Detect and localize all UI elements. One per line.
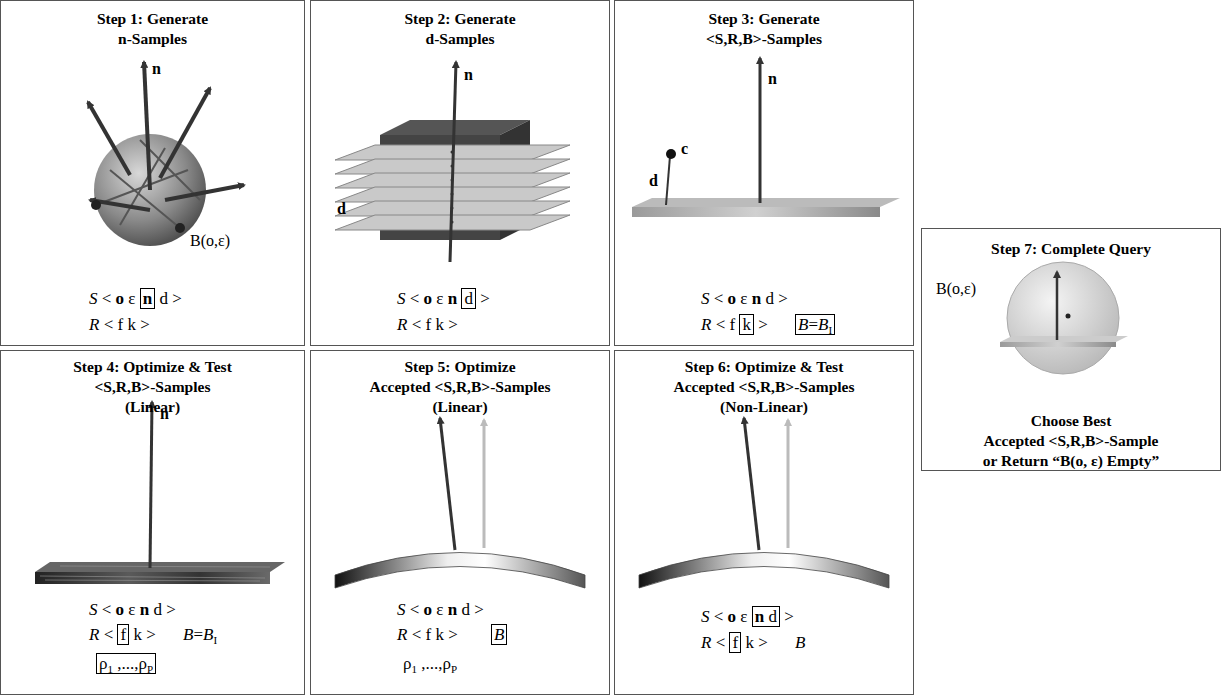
highlight-box: d <box>461 288 476 309</box>
figure-label: n <box>152 60 161 78</box>
highlight-box: B <box>491 624 507 645</box>
formula-line: S < o ε n d > <box>397 599 484 621</box>
step-heading: Choose BestAccepted <S,R,B>-Sampleor Ret… <box>922 411 1220 471</box>
figure-label: n <box>464 66 473 84</box>
step-panel: Step 7: Complete QueryChoose BestAccepte… <box>921 228 1221 471</box>
step-panel: Step 1: Generaten-Samples S < o ε n d > R … <box>0 0 305 346</box>
figure-label: n <box>768 70 777 88</box>
step-heading: Step 7: Complete Query <box>922 239 1220 259</box>
figure-label: d <box>649 172 658 190</box>
formula-line: ρ1 ,...,ρP <box>96 653 156 680</box>
step-panel: Step 6: Optimize & TestAccepted <S,R,B>-… <box>614 350 914 695</box>
formula-line: R < f k > <box>701 632 768 654</box>
step-heading: Step 5: OptimizeAccepted <S,R,B>-Samples… <box>311 357 609 417</box>
step-heading: Step 4: Optimize & Test<S,R,B>-Samples(L… <box>1 357 304 417</box>
query-ball <box>1000 262 1128 374</box>
formula-line: B=BI <box>183 624 217 651</box>
step-heading: Step 6: Optimize & TestAccepted <S,R,B>-… <box>615 357 913 417</box>
formula-line: ρ1 ,...,ρP <box>403 653 457 680</box>
highlight-box: k <box>739 314 754 335</box>
figure-label: d <box>337 200 346 218</box>
formula-line: R < f k > <box>701 314 768 336</box>
step-panel: Step 2: Generated-Samples S < o ε n d > R … <box>310 0 610 346</box>
step-panel: Step 5: OptimizeAccepted <S,R,B>-Samples… <box>310 350 610 695</box>
highlight-box: n <box>140 288 155 309</box>
formula-line: B <box>795 632 805 654</box>
curved-surface <box>335 418 585 588</box>
figure-label: n <box>160 405 169 423</box>
figure-label: B(o,ε) <box>190 232 230 250</box>
curved-surface <box>639 418 889 588</box>
formula-line: R < f k > <box>89 314 150 336</box>
highlight-box: ρ1 ,...,ρP <box>96 653 156 674</box>
formula-line: S < o ε n d > <box>397 288 490 310</box>
formula-line: R < f k > <box>397 624 458 646</box>
formula-line: S < o ε n d > <box>89 288 182 310</box>
formula-line: B=BI <box>795 314 835 341</box>
formula-line: S < o ε n d > <box>701 606 794 628</box>
highlight-box: n d <box>752 606 780 627</box>
single-plane <box>632 58 900 217</box>
formula-line: S < o ε n d > <box>89 599 176 621</box>
sphere-samples <box>88 62 244 246</box>
formula-line: R < f k > <box>397 314 458 336</box>
highlight-box: B=BI <box>795 314 835 335</box>
step-panel: Step 4: Optimize & Test<S,R,B>-Samples(L… <box>0 350 305 695</box>
formula-line: S < o ε n d > <box>701 288 788 310</box>
formula-line: B <box>491 624 507 646</box>
plane-stack <box>335 62 570 262</box>
step-heading: Step 1: Generaten-Samples <box>1 9 304 49</box>
step-heading: Step 3: Generate<S,R,B>-Samples <box>615 9 913 49</box>
step-heading: Step 2: Generated-Samples <box>311 9 609 49</box>
step-panel: Step 3: Generate<S,R,B>-Samples S < o ε n… <box>614 0 914 346</box>
textured-plane <box>35 402 285 584</box>
formula-line: R < f k > <box>89 624 156 646</box>
figure-label: B(o,ε) <box>936 280 976 298</box>
figure-label: c <box>681 140 688 158</box>
highlight-box: f <box>117 624 129 645</box>
highlight-box: f <box>729 632 741 653</box>
